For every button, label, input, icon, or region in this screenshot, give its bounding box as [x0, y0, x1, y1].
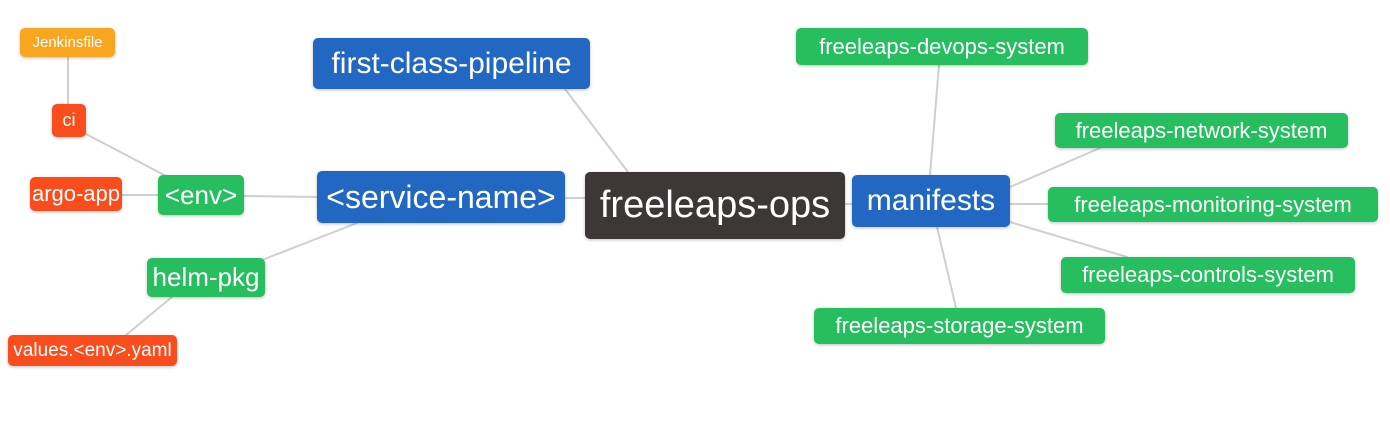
edge-manifests-storage: [936, 226, 957, 309]
node-env[interactable]: <env>: [158, 175, 244, 215]
node-freeleaps-controls-system[interactable]: freeleaps-controls-system: [1061, 257, 1355, 293]
node-manifests-label: manifests: [866, 184, 996, 217]
node-service-name-label: <service-name>: [326, 178, 556, 215]
node-manifests[interactable]: manifests: [852, 175, 1010, 227]
edge-pipeline-freeleaps-ops: [564, 88, 629, 173]
node-freeleaps-devops-system[interactable]: freeleaps-devops-system: [796, 28, 1088, 65]
edge-ci-env: [85, 133, 167, 177]
node-first-class-pipeline-label: first-class-pipeline: [331, 46, 572, 80]
node-helm-pkg[interactable]: helm-pkg: [147, 258, 265, 297]
edge-manifests-controls: [1009, 221, 1128, 258]
node-freeleaps-network-system-label: freeleaps-network-system: [1075, 117, 1328, 143]
edge-helm-pkg-values: [125, 296, 173, 336]
node-ci-label: ci: [62, 110, 76, 130]
edge-env-service-name: [243, 195, 318, 198]
node-env-label: <env>: [164, 179, 238, 210]
node-freeleaps-devops-system-label: freeleaps-devops-system: [819, 33, 1065, 59]
node-freeleaps-controls-system-label: freeleaps-controls-system: [1082, 262, 1334, 287]
node-helm-pkg-label: helm-pkg: [152, 262, 260, 292]
node-service-name[interactable]: <service-name>: [317, 171, 565, 223]
node-freeleaps-ops[interactable]: freeleaps-ops: [585, 172, 845, 239]
edge-service-name-helm-pkg: [261, 222, 358, 261]
node-argo-app-label: argo-app: [31, 181, 121, 206]
node-values-env-yaml-label: values.<env>.yaml: [13, 339, 172, 361]
node-freeleaps-storage-system-label: freeleaps-storage-system: [835, 313, 1084, 338]
node-freeleaps-ops-label: freeleaps-ops: [599, 184, 831, 226]
edge-manifests-devops: [929, 64, 940, 176]
node-jenkinsfile-label: Jenkinsfile: [32, 34, 103, 51]
node-values-env-yaml[interactable]: values.<env>.yaml: [8, 335, 177, 366]
node-freeleaps-storage-system[interactable]: freeleaps-storage-system: [814, 308, 1105, 344]
node-freeleaps-monitoring-system[interactable]: freeleaps-monitoring-system: [1048, 187, 1378, 222]
node-first-class-pipeline[interactable]: first-class-pipeline: [313, 38, 590, 89]
node-freeleaps-network-system[interactable]: freeleaps-network-system: [1055, 113, 1348, 148]
node-ci[interactable]: ci: [52, 104, 86, 137]
node-jenkinsfile[interactable]: Jenkinsfile: [20, 28, 115, 57]
edge-manifests-network: [1009, 147, 1101, 188]
node-argo-app[interactable]: argo-app: [30, 177, 122, 211]
node-freeleaps-monitoring-system-label: freeleaps-monitoring-system: [1074, 191, 1352, 217]
